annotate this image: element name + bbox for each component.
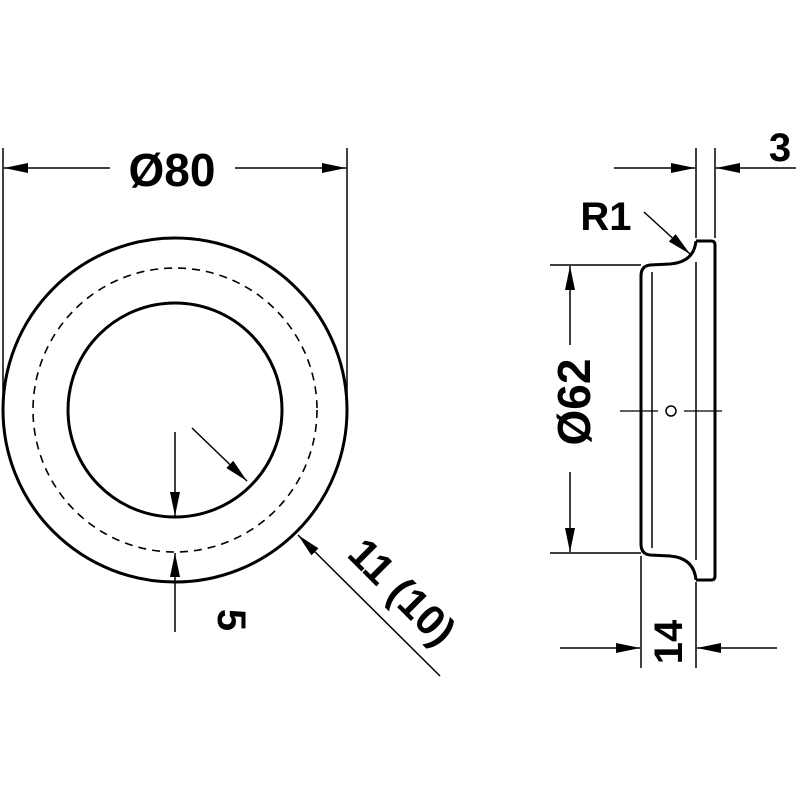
- front-view: [1, 148, 441, 677]
- label-outer-diameter: Ø80: [129, 144, 216, 196]
- outer-ring: [1, 236, 349, 584]
- side-view: [550, 148, 796, 668]
- leader-inner-diagonal: [191, 427, 248, 482]
- label-total-depth: 14: [647, 619, 691, 664]
- hidden-line-circle: [32, 267, 318, 553]
- center-mark: [665, 405, 677, 417]
- inner-opening: [66, 301, 284, 519]
- leader-radius: [643, 211, 691, 255]
- label-ring-width: 5: [209, 609, 253, 631]
- leader-depth: [297, 534, 441, 677]
- label-inner-diameter: Ø62: [548, 359, 600, 446]
- cup-body: [639, 240, 698, 581]
- label-flange-thickness: 3: [769, 126, 791, 170]
- label-depth: 11 (10): [339, 529, 465, 655]
- label-radius: R1: [580, 195, 631, 239]
